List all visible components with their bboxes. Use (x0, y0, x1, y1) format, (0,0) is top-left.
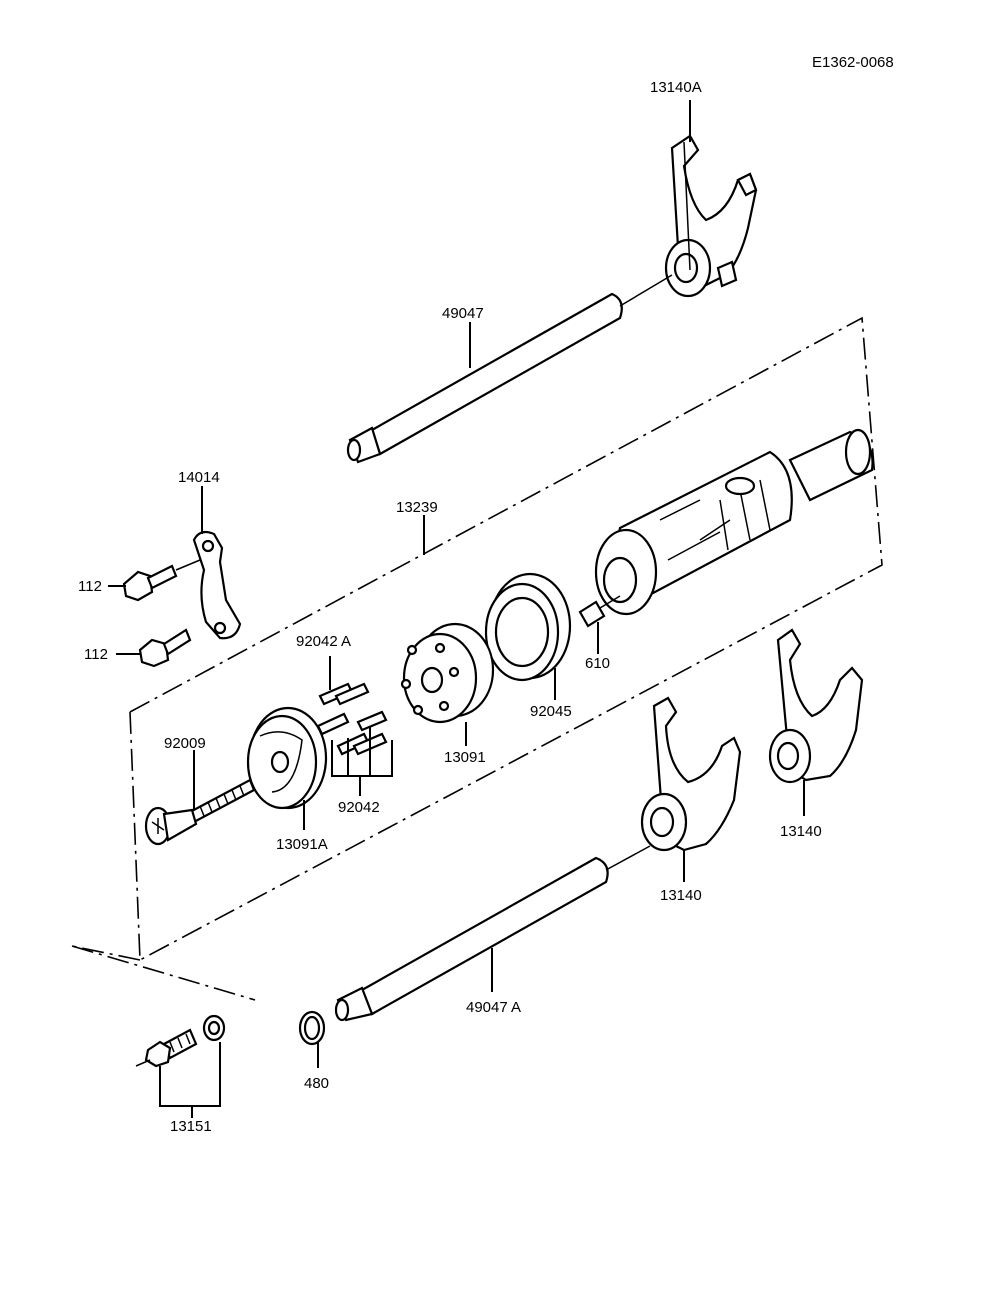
label-112-upper: 112 (78, 578, 102, 595)
shaft-lower (334, 845, 651, 1022)
cam-plate (246, 706, 328, 810)
label-112-lower: 112 (84, 646, 108, 663)
label-480: 480 (304, 1075, 329, 1092)
shift-fork-right (768, 628, 864, 784)
assembly-boundary (71, 316, 883, 1001)
label-610: 610 (585, 655, 610, 672)
label-49047a: 49047 A (466, 999, 521, 1016)
pins (316, 682, 388, 756)
label-13091: 13091 (444, 749, 486, 766)
bolt-lower (138, 628, 192, 668)
label-13151: 13151 (170, 1118, 212, 1135)
label-13239: 13239 (396, 499, 438, 516)
label-92042a: 92042 A (296, 633, 351, 650)
shift-cam (400, 622, 495, 724)
shaft-upper (346, 274, 673, 464)
bracket-13151 (159, 1042, 221, 1107)
bolt-upper (122, 559, 201, 602)
label-13140-right: 13140 (780, 823, 822, 840)
label-14014: 14014 (178, 469, 220, 486)
screw (144, 778, 256, 846)
label-13140-middle: 13140 (660, 887, 702, 904)
label-13140a: 13140A (650, 79, 702, 96)
circlip (298, 1010, 326, 1046)
label-49047: 49047 (442, 305, 484, 322)
dowel-pin (578, 595, 621, 628)
shift-drum (594, 428, 874, 616)
diagram-id: E1362-0068 (812, 54, 894, 71)
label-92042: 92042 (338, 799, 380, 816)
label-92009: 92009 (164, 735, 206, 752)
label-13091a: 13091A (276, 836, 328, 853)
shift-fork-middle (640, 696, 742, 852)
bearing (484, 572, 572, 682)
bracket-92042 (331, 740, 393, 777)
label-92045: 92045 (530, 703, 572, 720)
shift-fork-upper (664, 134, 758, 298)
neutral-switch (135, 1014, 226, 1068)
plate (192, 530, 242, 640)
